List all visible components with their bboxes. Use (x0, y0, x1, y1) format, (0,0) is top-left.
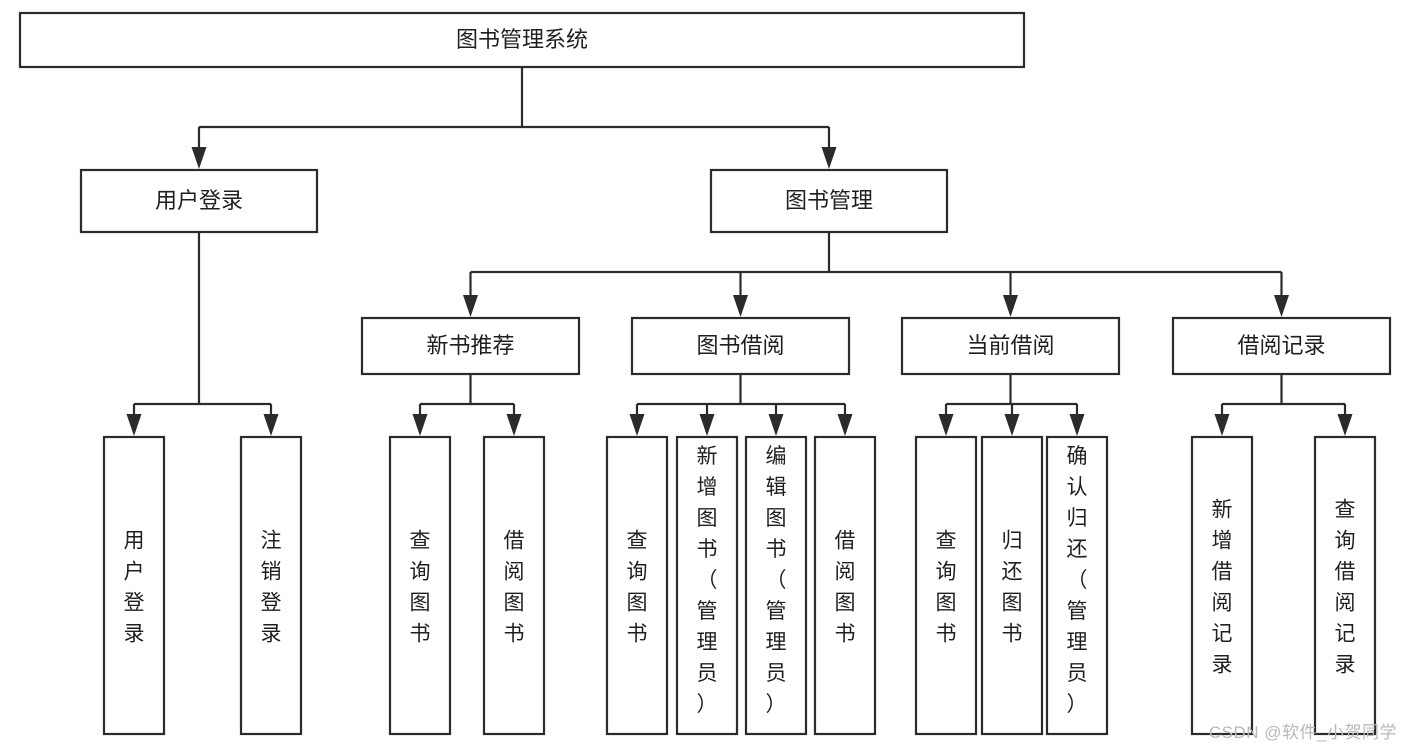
node-l_bw_borrow[interactable]: 借阅图书 (813, 435, 877, 736)
node-box-l_bw_add (675, 435, 739, 736)
connector-layer (126, 67, 1353, 436)
node-l_cur_return[interactable]: 归还图书 (980, 435, 1044, 736)
node-label-l_cur_query: 查询图书 (936, 530, 957, 646)
node-box-l_bw_query (605, 435, 669, 736)
node-label-l_cur_confirm: 确认归还（管理员） (1067, 445, 1088, 716)
node-box-root (18, 11, 1026, 69)
node-label-l_rec_query: 查询图书 (410, 530, 431, 646)
node-l_cur_confirm[interactable]: 确认归还（管理员） (1045, 435, 1109, 736)
node-root[interactable]: 图书管理系统 (18, 11, 1026, 69)
node-l_user_login[interactable]: 用户登录 (102, 435, 166, 736)
node-n_record[interactable]: 借阅记录 (1171, 316, 1392, 376)
node-label-l_rec_borrow: 借阅图书 (504, 530, 525, 646)
connector-group (938, 374, 1085, 436)
node-n_borrow[interactable]: 图书借阅 (630, 316, 851, 376)
node-l_bw_query[interactable]: 查询图书 (605, 435, 669, 736)
node-box-n_user_login (79, 168, 319, 234)
node-label-root: 图书管理系统 (456, 27, 588, 52)
node-label-n_new_rec: 新书推荐 (426, 333, 514, 358)
node-box-l_user_login (102, 435, 166, 736)
node-layer: 图书管理系统用户登录图书管理新书推荐图书借阅当前借阅借阅记录用户登录注销登录查询… (18, 11, 1392, 736)
node-l_cur_query[interactable]: 查询图书 (914, 435, 978, 736)
node-box-n_borrow (630, 316, 851, 376)
node-label-n_borrow: 图书借阅 (696, 333, 784, 358)
node-label-n_record: 借阅记录 (1237, 333, 1325, 358)
node-box-n_book_mgmt (709, 168, 949, 234)
node-label-l_bw_edit: 编辑图书（管理员） (766, 445, 787, 716)
node-label-l_bw_add: 新增图书（管理员） (697, 445, 718, 716)
node-l_rc_query[interactable]: 查询借阅记录 (1313, 435, 1377, 736)
node-label-l_bw_borrow: 借阅图书 (835, 530, 856, 646)
node-box-l_rec_borrow (482, 435, 546, 736)
node-l_bw_edit[interactable]: 编辑图书（管理员） (744, 435, 808, 736)
node-n_current[interactable]: 当前借阅 (900, 316, 1121, 376)
node-n_book_mgmt[interactable]: 图书管理 (709, 168, 949, 234)
node-l_user_logout[interactable]: 注销登录 (239, 435, 303, 736)
node-label-l_bw_query: 查询图书 (627, 530, 648, 646)
node-box-l_rc_query (1313, 435, 1377, 736)
connector-group (629, 374, 853, 436)
node-label-l_user_login: 用户登录 (124, 530, 145, 646)
node-box-n_record (1171, 316, 1392, 376)
node-box-l_rc_add (1190, 435, 1254, 736)
connector-group (463, 232, 1289, 317)
node-box-n_new_rec (360, 316, 581, 376)
node-n_new_rec[interactable]: 新书推荐 (360, 316, 581, 376)
node-box-l_bw_borrow (813, 435, 877, 736)
node-l_rec_borrow[interactable]: 借阅图书 (482, 435, 546, 736)
watermark-text: CSDN @软件_小贺同学 (1208, 723, 1397, 742)
node-box-l_cur_return (980, 435, 1044, 736)
node-box-l_rec_query (388, 435, 452, 736)
node-label-l_rc_query: 查询借阅记录 (1335, 499, 1356, 677)
node-box-l_user_logout (239, 435, 303, 736)
node-label-n_current: 当前借阅 (966, 333, 1054, 358)
node-label-n_book_mgmt: 图书管理 (785, 188, 873, 213)
connector-group (191, 67, 837, 169)
connector-group (1214, 374, 1353, 436)
connector-group (126, 232, 279, 436)
node-box-n_current (900, 316, 1121, 376)
node-l_bw_add[interactable]: 新增图书（管理员） (675, 435, 739, 736)
node-label-l_rc_add: 新增借阅记录 (1212, 499, 1233, 677)
connector-group (412, 374, 522, 436)
node-l_rc_add[interactable]: 新增借阅记录 (1190, 435, 1254, 736)
node-box-l_bw_edit (744, 435, 808, 736)
node-label-l_user_logout: 注销登录 (261, 530, 282, 646)
node-l_rec_query[interactable]: 查询图书 (388, 435, 452, 736)
node-box-l_cur_query (914, 435, 978, 736)
node-box-l_cur_confirm (1045, 435, 1109, 736)
node-label-l_cur_return: 归还图书 (1002, 530, 1023, 646)
node-label-n_user_login: 用户登录 (155, 188, 243, 213)
node-n_user_login[interactable]: 用户登录 (79, 168, 319, 234)
